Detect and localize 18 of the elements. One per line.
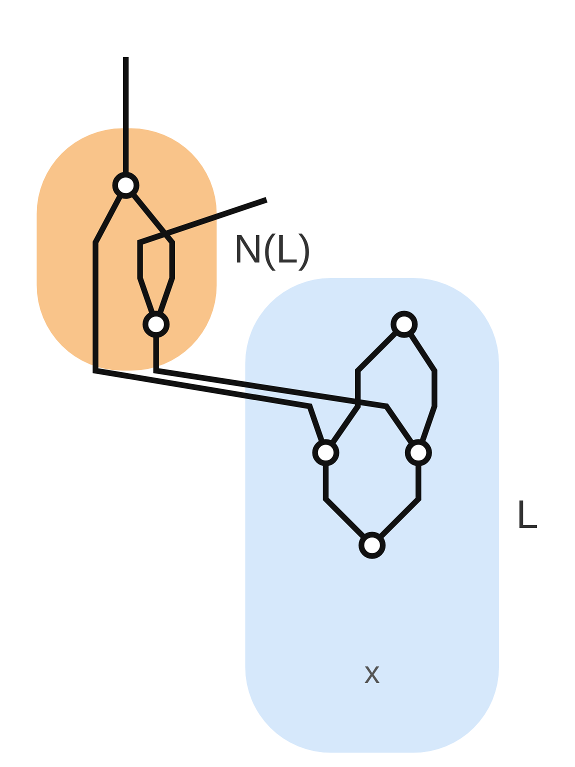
node-circle (358, 532, 386, 559)
connector (408, 332, 438, 444)
connector (137, 197, 268, 316)
connector (322, 463, 367, 540)
connector (122, 57, 129, 175)
node-label: N(L) (234, 226, 312, 271)
node-label: L (516, 492, 538, 537)
node-circle (312, 439, 340, 466)
connector (378, 463, 422, 540)
connector (92, 193, 325, 444)
connector (330, 330, 399, 446)
cluster (245, 278, 499, 753)
node-circle (390, 310, 418, 338)
connector (153, 335, 415, 446)
node-circle (142, 310, 170, 338)
node-circle (112, 172, 140, 199)
node-label: x (364, 654, 380, 690)
node-circle (404, 439, 432, 466)
